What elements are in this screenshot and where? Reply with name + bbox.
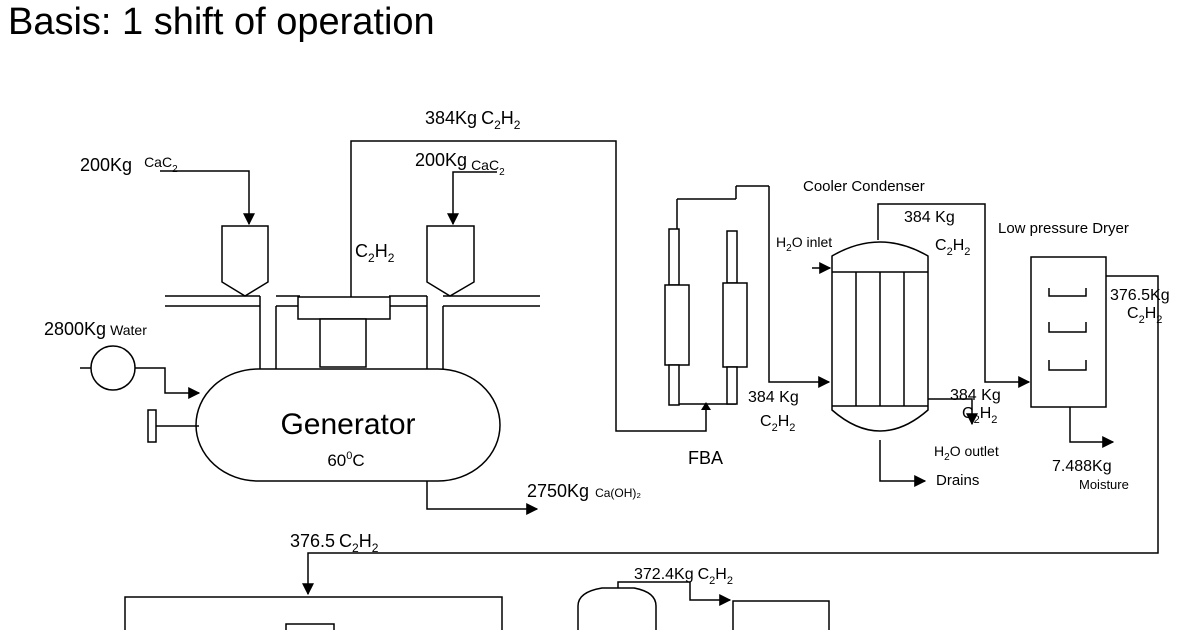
- fba-unit: [664, 185, 769, 406]
- hopper-2: [426, 225, 475, 297]
- drains-label: Drains: [936, 472, 979, 489]
- low-pressure-dryer: [1030, 256, 1107, 408]
- gas-collector-dome: [297, 296, 391, 368]
- lime-outlet-line: [426, 481, 539, 515]
- tank-outlet-line: [617, 581, 732, 606]
- dryer-outlet-formula: C2H2: [1127, 305, 1162, 326]
- page-title: Basis: 1 shift of operation: [8, 1, 435, 43]
- feed-platform: [165, 295, 540, 369]
- bottom-unit-left: [124, 596, 503, 630]
- water-feed-line: [135, 367, 201, 399]
- cac2-feed-line-1: [160, 170, 255, 226]
- condenser-inlet-label-formula: C2H2: [760, 413, 795, 434]
- dryer-outlet-amt: 376.5Kg: [1110, 287, 1170, 304]
- condenser-inlet-label-amt: 384 Kg: [748, 389, 799, 406]
- condenser-out-formula: C2H2: [962, 405, 997, 426]
- agitator-handle: [147, 409, 199, 443]
- low-pressure-dryer-label: Low pressure Dryer: [998, 220, 1129, 237]
- cac2-feed-line-2: [447, 171, 497, 226]
- generator-temperature: 600C: [327, 450, 364, 470]
- condenser-to-dryer-line: [877, 203, 1031, 388]
- dome-acetylene-label: C2H2: [355, 241, 395, 265]
- fba-label: FBA: [688, 448, 723, 468]
- h2o-outlet-line: [928, 398, 978, 426]
- cooler-condenser: [831, 241, 929, 432]
- acetylene-line-to-fba: [350, 140, 707, 432]
- fba-inlet-arrowhead: [701, 402, 711, 410]
- water-pump: [90, 345, 136, 391]
- generator-label: Generator: [280, 408, 415, 441]
- condenser-out-amt: 384 Kg: [950, 387, 1001, 404]
- h2o-inlet-label: H2O inlet: [776, 234, 832, 254]
- condenser-top-amt: 384 Kg: [904, 209, 955, 226]
- storage-tank: [577, 587, 657, 630]
- dryer-outlet-line: [302, 275, 1159, 596]
- h2o-outlet-label: H2O outlet: [934, 443, 999, 463]
- moisture-amt: 7.488Kg: [1052, 458, 1112, 475]
- generator-vessel: [195, 368, 501, 482]
- condenser-top-formula: C2H2: [935, 237, 970, 258]
- fba-to-condenser-line: [768, 186, 831, 388]
- hopper-1: [221, 225, 269, 297]
- cooler-condenser-label: Cooler Condenser: [803, 178, 925, 195]
- bottom-unit-right: [732, 600, 830, 630]
- drains-line: [879, 440, 927, 487]
- moisture-outlet-line: [1069, 407, 1115, 448]
- moisture-label: Moisture: [1079, 477, 1129, 492]
